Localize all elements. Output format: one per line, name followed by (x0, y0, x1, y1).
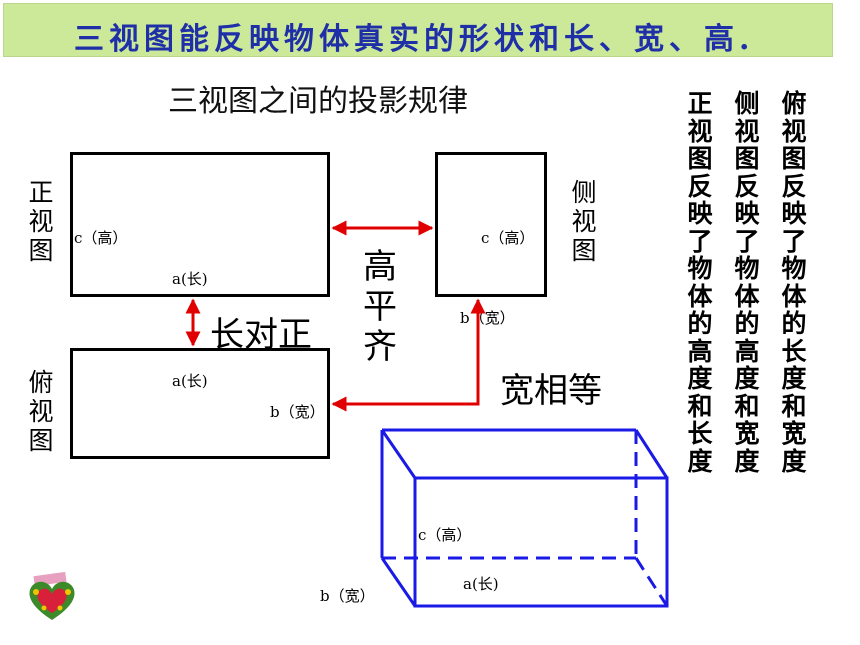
heart-wreath-logo-icon (29, 571, 75, 620)
length-rule-label: 长对正 (210, 315, 312, 355)
banner-title: 三视图能反映物体真实的形状和长、宽、高. (74, 22, 755, 57)
front-height-label: c（高） (74, 229, 128, 247)
box-length-label: a(长) (463, 575, 499, 593)
front-view-rect (70, 152, 330, 297)
front-view-label: 正视图 (28, 178, 54, 265)
side-height-label: c（高） (481, 229, 535, 247)
cuboid-3d (380, 428, 669, 608)
note-front-view: 正视图反映了物体的高度和长度 (687, 89, 713, 476)
top-view-rect (70, 348, 330, 459)
top-width-label: b（宽） (270, 403, 325, 421)
side-view-rect (435, 152, 547, 297)
box-width-label: b（宽） (320, 587, 375, 605)
width-equal-arrow (331, 298, 486, 412)
side-view-label: 侧视图 (571, 178, 597, 265)
box-height-label: c（高） (418, 526, 472, 544)
note-top-view: 俯视图反映了物体的长度和宽度 (781, 89, 807, 476)
title-banner: 三视图能反映物体真实的形状和长、宽、高. (3, 3, 833, 57)
width-rule-label: 宽相等 (500, 371, 602, 411)
front-length-label: a(长) (172, 270, 208, 288)
note-side-view: 侧视图反映了物体的高度和宽度 (734, 89, 760, 476)
top-length-label: a(长) (172, 372, 208, 390)
page-subtitle: 三视图之间的投影规律 (168, 84, 468, 119)
top-view-label: 俯视图 (28, 368, 54, 455)
